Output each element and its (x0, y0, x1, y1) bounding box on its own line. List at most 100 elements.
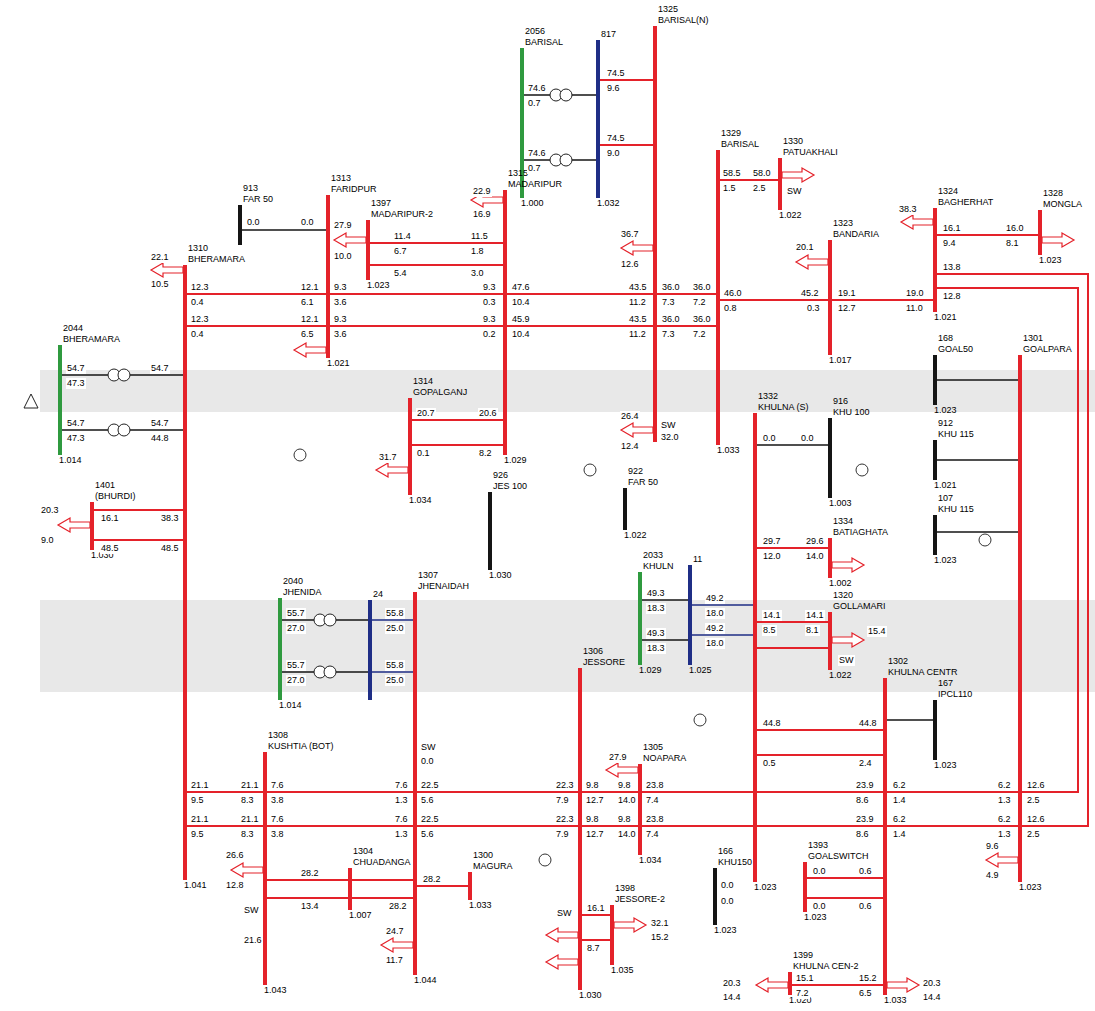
voltage-value: 1.033 (884, 995, 907, 1006)
transmission-line (352, 897, 413, 899)
voltage-value: 1.021 (327, 358, 350, 369)
bus-heading: 1323BANDARIA (833, 218, 879, 240)
flow-value: 21.1 (240, 814, 260, 825)
load-arrow (621, 241, 653, 255)
bus-bar: 1320GOLLAMARI1.022 (828, 612, 832, 670)
bus-name: BARISAL (721, 139, 759, 150)
voltage-value: 1.023 (934, 405, 957, 416)
flow-value: 47.6 (511, 282, 531, 293)
flow-value: 0.7 (527, 163, 542, 174)
bus-name: MONGLA (1043, 199, 1082, 210)
flow-value: 7.3 (661, 329, 676, 340)
bus-name: GOPALGANJ (413, 387, 467, 398)
flow-value: 23.8 (645, 814, 665, 825)
flow-value: 6.2 (997, 780, 1012, 791)
bus-name: NOAPARA (643, 753, 686, 764)
voltage-value: 1.034 (639, 855, 662, 866)
flow-value: 55.8 (385, 660, 405, 671)
bus-name: JES 100 (493, 481, 527, 492)
bus-heading: 1314GOPALGANJ (413, 376, 467, 398)
voltage-value: 1.034 (409, 495, 432, 506)
transmission-line (937, 531, 1018, 532)
voltage-value: 1.000 (521, 198, 544, 209)
flow-value: 12.3 (190, 282, 210, 293)
bus-name: 1300 (473, 850, 513, 861)
flow-value: 0.8 (723, 303, 738, 314)
bus-voltage: 1.003 (829, 498, 852, 509)
flow-value: 9.0 (606, 148, 621, 159)
voltage-value: 1.041 (184, 880, 207, 891)
flow-value: 26.4 (620, 411, 640, 422)
flow-value: 22.3 (555, 780, 575, 791)
flow-value: 3.8 (270, 829, 285, 840)
bus-heading: 107KHU 115 (938, 493, 974, 515)
load-arrow (231, 863, 263, 877)
bus-voltage: 1.034 (639, 855, 662, 866)
bus-heading: 2040JHENIDA (283, 576, 322, 598)
bus-name: BHERAMARA (188, 254, 245, 265)
transmission-line (887, 825, 1018, 827)
bus-bar: 1393GOALSWITCH1.023 (803, 862, 807, 912)
transmission-line (792, 984, 883, 986)
bus-voltage: 1.023 (367, 280, 390, 291)
bus-heading: 1329BARISAL (721, 128, 759, 150)
bus-voltage: 1.029 (639, 665, 662, 676)
transmission-line (692, 634, 753, 635)
voltage-value: 1.003 (829, 498, 852, 509)
bus-name: KHU 100 (833, 407, 870, 418)
transmission-line (507, 293, 653, 295)
flow-value: 22.3 (555, 814, 575, 825)
voltage-value: 1.023 (714, 925, 737, 936)
bus-voltage: 1.023 (1039, 255, 1062, 266)
bus-bar: 1329BARISAL1.033 (716, 150, 720, 445)
bus-voltage: 1.021 (934, 480, 957, 491)
transmission-line (937, 234, 1038, 236)
bus-name: 1325 (658, 4, 709, 15)
voltage-value: 1.017 (829, 355, 852, 366)
bus-bar: 1313FARIDPUR1.021 (326, 195, 330, 358)
transmission-line (757, 754, 883, 756)
flow-value: 12.6 (620, 259, 640, 270)
bus-name: 1306 (583, 646, 625, 657)
flow-value: 8.3 (240, 795, 255, 806)
voltage-value: 1.030 (579, 990, 602, 1001)
load-arrow (782, 168, 814, 182)
bus-heading: 2044BHERAMARA (63, 323, 120, 345)
voltage-value: 1.023 (934, 760, 957, 771)
transformer-symbols (108, 89, 572, 678)
flow-value: 54.7 (66, 363, 86, 374)
load-arrow (546, 928, 578, 942)
transmission-line (417, 825, 578, 827)
transmission-line (937, 379, 1018, 380)
transmission-line (807, 877, 883, 879)
transmission-line (600, 144, 653, 146)
bus-heading: 1308KUSHTIA (BOT) (268, 730, 334, 752)
bus-name: (BHURDI) (95, 491, 136, 502)
bus-name: PATUAKHALI (783, 147, 838, 158)
flow-value: 13.4 (300, 901, 320, 912)
flow-value: 12.7 (837, 303, 857, 314)
transmission-line (417, 885, 468, 887)
bus-bar: 167IPCL1101.023 (933, 700, 937, 760)
flow-value: 25.0 (385, 675, 405, 686)
bus-voltage: 1.022 (829, 670, 852, 681)
transmission-line (720, 299, 828, 301)
load-arrow (832, 558, 864, 572)
flow-value: 15.2 (858, 973, 878, 984)
bus-heading: 1313FARIDPUR (331, 173, 377, 195)
load-arrows (58, 168, 1074, 992)
flow-value: 0.3 (806, 303, 821, 314)
bus-bar: 1310BHERAMARA1.041 (183, 265, 187, 880)
load-arrow (294, 343, 326, 357)
triangle-symbol (24, 394, 38, 408)
transmission-line (267, 791, 413, 793)
flow-value: 27.0 (286, 675, 306, 686)
flow-value: SW (660, 420, 677, 431)
flow-value: 46.0 (723, 288, 743, 299)
bus-heading: 1325BARISAL(N) (658, 4, 709, 26)
flow-value: SW (786, 186, 803, 197)
flow-value: 21.6 (243, 935, 263, 946)
flow-value: 0.7 (527, 98, 542, 109)
bus-bar: 1399KHULNA CEN-21.020 (788, 972, 792, 995)
bus-name: FAR 50 (243, 194, 273, 205)
